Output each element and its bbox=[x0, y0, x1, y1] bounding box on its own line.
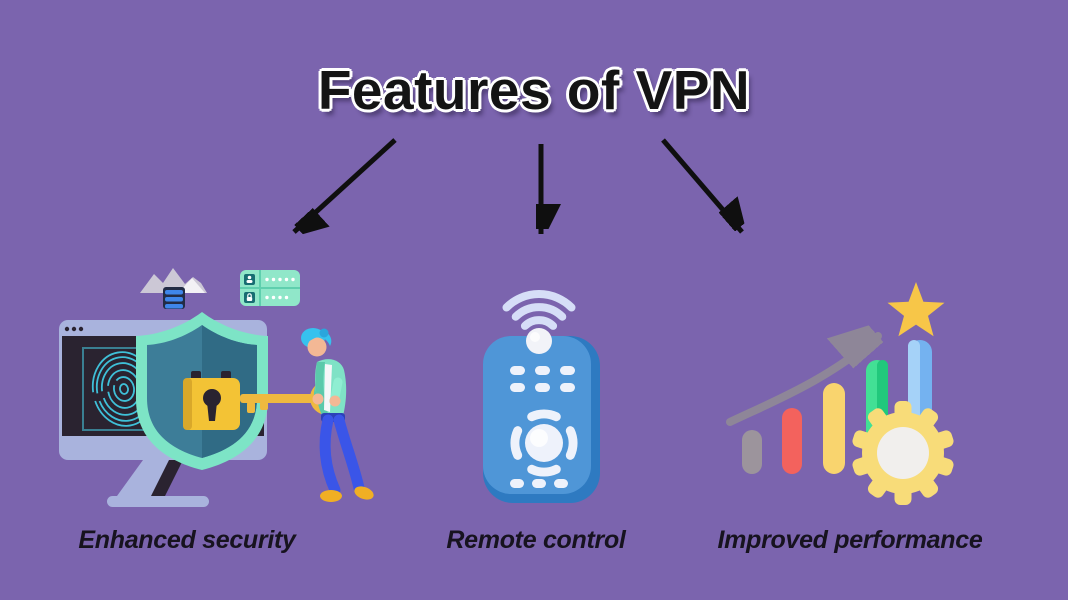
remote-dpad bbox=[510, 409, 578, 477]
padlock-icon bbox=[183, 371, 240, 430]
remote-control-label: Remote control bbox=[446, 526, 626, 554]
connector-arrows bbox=[292, 138, 790, 253]
credentials-card-icon bbox=[240, 270, 300, 306]
arrow-right-icon bbox=[661, 138, 742, 234]
improved-performance-label: Improved performance bbox=[717, 526, 983, 554]
enhanced-security-illustration bbox=[59, 268, 374, 507]
remote-buttons bbox=[510, 366, 575, 488]
page-title: Features of VPN bbox=[317, 59, 751, 121]
arrow-left-icon bbox=[292, 138, 397, 232]
gear-icon bbox=[852, 401, 954, 505]
trend-arrow-icon bbox=[726, 336, 878, 426]
star-icon bbox=[887, 282, 945, 337]
remote-control-illustration bbox=[483, 290, 600, 503]
person bbox=[301, 328, 374, 502]
improved-performance-illustration bbox=[726, 282, 954, 505]
enhanced-security-label: Enhanced security bbox=[78, 526, 296, 554]
wifi-icon bbox=[502, 290, 576, 330]
network-graph-icon bbox=[140, 268, 207, 309]
